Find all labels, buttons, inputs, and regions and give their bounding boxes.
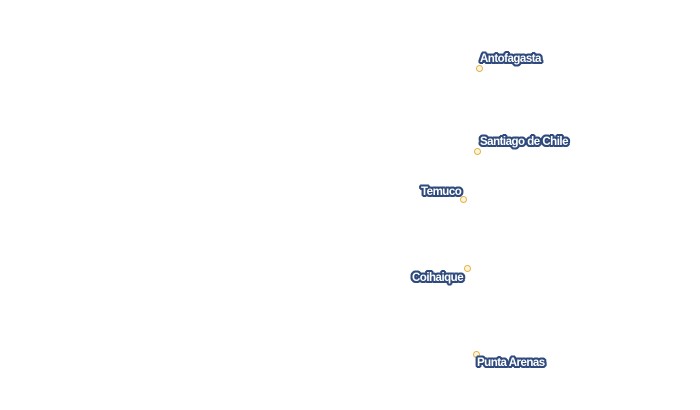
city-label-coihaique: Coihaique: [412, 272, 464, 284]
city-marker-coihaique[interactable]: [464, 265, 471, 272]
city-marker-santiago-de-chile[interactable]: [474, 148, 481, 155]
city-label-punta-arenas: Punta Arenas: [477, 357, 545, 369]
city-marker-punta-arenas[interactable]: [473, 351, 480, 358]
city-label-antofagasta: Antofagasta: [480, 53, 541, 65]
city-label-temuco: Temuco: [421, 186, 462, 198]
city-marker-temuco[interactable]: [460, 196, 467, 203]
city-label-santiago-de-chile: Santiago de Chile: [480, 136, 569, 148]
city-marker-antofagasta[interactable]: [476, 65, 483, 72]
